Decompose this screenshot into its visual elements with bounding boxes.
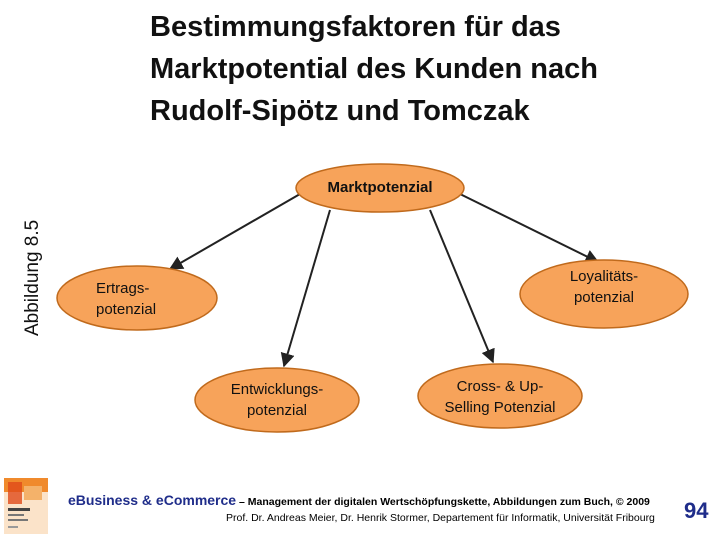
node-loyal-label: Loyalitäts- potenzial (540, 266, 668, 308)
node-ertrag-line-1: Ertrags- (96, 280, 150, 297)
node-entwicklungspotenzial (194, 367, 360, 433)
node-entwicklung-line-2: potenzial (246, 402, 308, 419)
node-loyal-line-1: Loyalitäts- (569, 268, 639, 285)
node-cross-upselling (417, 363, 583, 429)
book-cover-logo (4, 478, 48, 534)
footer-book-subtitle: – Management der digitalen Wertschöpfung… (236, 496, 650, 508)
node-ertragspotenzial (56, 265, 218, 331)
footer-book-title: eBusiness & eCommerce – Management der d… (68, 492, 650, 508)
arrow-to-entwicklung (280, 209, 331, 368)
footer-authors: Prof. Dr. Andreas Meier, Dr. Henrik Stor… (226, 512, 655, 524)
page-number: 94 (684, 498, 709, 523)
arrow-to-loyal (459, 193, 600, 263)
slide-title: Bestimmungsfaktoren für das Marktpotenti… (150, 6, 690, 132)
node-cross-label: Cross- & Up- Selling Potenzial (424, 376, 576, 418)
node-marktpotenzial (295, 163, 465, 213)
node-entwicklung-label: Entwicklungs- potenzial (210, 379, 344, 421)
node-loyal-line-2: potenzial (573, 289, 635, 306)
title-line-3: Rudolf-Sipötz und Tomczak (150, 95, 530, 127)
title-line-2: Marktpotential des Kunden nach (150, 53, 598, 85)
node-ertrag-line-2: potenzial (96, 301, 157, 318)
node-loyalitaetspotenzial (519, 259, 689, 329)
arrow-to-cross (429, 209, 495, 364)
node-ertrag-label: Ertrags- potenzial (72, 278, 202, 320)
arrow-to-ertrag (168, 193, 301, 270)
node-entwicklung-line-1: Entwicklungs- (230, 381, 324, 398)
node-cross-line-1: Cross- & Up- (456, 378, 544, 395)
node-marktpotenzial-label: Marktpotenzial (327, 179, 433, 196)
footer-book-name: eBusiness & eCommerce (68, 492, 237, 508)
node-cross-line-2: Selling Potenzial (444, 399, 556, 416)
title-line-1: Bestimmungsfaktoren für das (150, 11, 561, 43)
